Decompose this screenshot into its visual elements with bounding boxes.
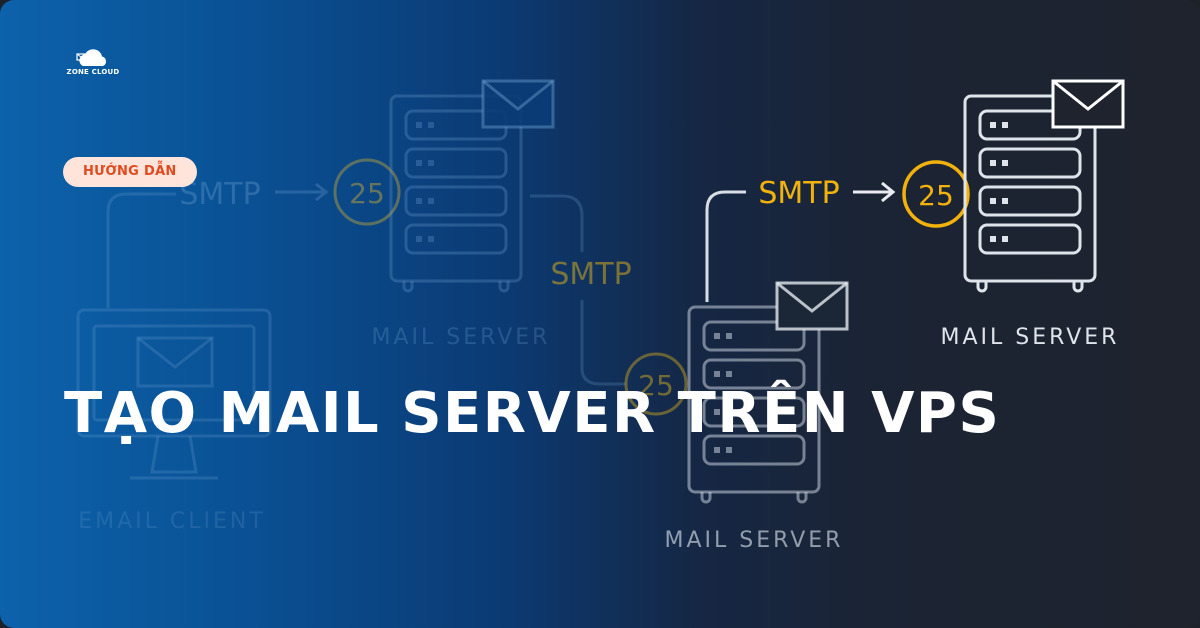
faded-mail-server: MAIL SERVER [372, 79, 555, 350]
bright-connector: SMTP 25 [705, 160, 970, 302]
client-envelope-icon [136, 336, 214, 388]
faded-port-label-middle: 25 [638, 369, 674, 402]
faded-protocol-labels: SMTP 25 SMTP 25 [179, 158, 688, 416]
faded-smtp-label-middle: SMTP [550, 257, 631, 292]
page-title: TẠO MAIL SERVER TRÊN VPS [64, 381, 1001, 446]
monitor-icon [76, 308, 272, 480]
client-label: EMAIL CLIENT [78, 509, 266, 534]
faded-connectors [106, 182, 626, 386]
faded-server-label: MAIL SERVER [372, 325, 551, 350]
faded-port-label: 25 [349, 177, 385, 210]
faded-port-circle-middle [624, 352, 688, 416]
faded-port-circle [333, 158, 401, 226]
main-mail-server: MAIL SERVER [941, 79, 1125, 350]
faded-smtp-label: SMTP [179, 177, 260, 212]
email-client-group: EMAIL CLIENT [76, 308, 272, 534]
brand-name: ZONE CLOUD [66, 68, 120, 76]
middle-mail-server: MAIL SERVER [665, 281, 849, 553]
server-label: MAIL SERVER [941, 325, 1120, 350]
middle-server-label: MAIL SERVER [665, 528, 844, 553]
cloud-icon [76, 49, 107, 66]
port-circle [902, 160, 970, 228]
brand-logo: ZONE CLOUD [66, 46, 120, 80]
smtp-label: SMTP [758, 176, 839, 211]
port-label: 25 [918, 179, 954, 212]
category-badge: HƯỚNG DẪN [63, 157, 197, 187]
